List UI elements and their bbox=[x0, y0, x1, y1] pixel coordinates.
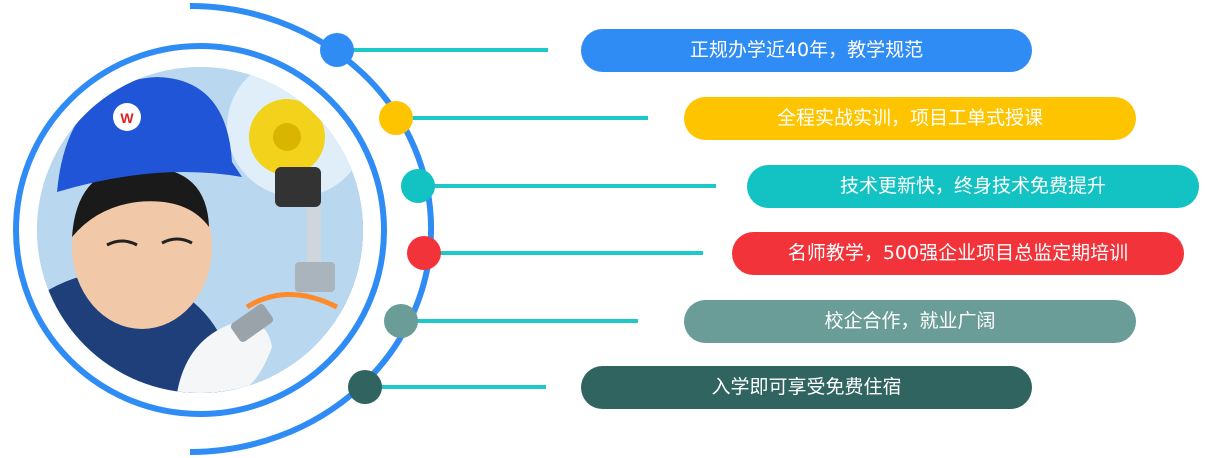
bullet-dot-icon bbox=[407, 236, 441, 270]
bullet-dot-icon bbox=[384, 304, 418, 338]
connector-line bbox=[418, 184, 716, 188]
connector-line bbox=[365, 385, 546, 389]
student-illustration: W bbox=[37, 67, 363, 393]
feature-pill: 校企合作，就业广阔 bbox=[684, 300, 1136, 343]
connector-line bbox=[401, 319, 638, 323]
feature-pill: 技术更新快，终身技术免费提升 bbox=[747, 165, 1199, 208]
connector-line bbox=[337, 48, 548, 52]
feature-pill: 正规办学近40年，教学规范 bbox=[581, 29, 1032, 72]
robot-arm-icon bbox=[245, 99, 339, 310]
bullet-dot-icon bbox=[379, 101, 413, 135]
connector-line bbox=[424, 251, 703, 255]
feature-pill: 入学即可享受免费住宿 bbox=[581, 366, 1032, 409]
bullet-dot-icon bbox=[348, 370, 382, 404]
bullet-dot-icon bbox=[401, 169, 435, 203]
helmet-badge: W bbox=[120, 110, 134, 126]
connector-line bbox=[396, 116, 648, 120]
photo-ring bbox=[13, 43, 387, 417]
feature-pill: 全程实战实训，项目工单式授课 bbox=[684, 97, 1136, 140]
arc-stroke bbox=[189, 3, 434, 455]
student-photo: W bbox=[37, 67, 363, 393]
feature-pill: 名师教学，500强企业项目总监定期培训 bbox=[732, 232, 1184, 275]
bullet-dot-icon bbox=[320, 33, 354, 67]
